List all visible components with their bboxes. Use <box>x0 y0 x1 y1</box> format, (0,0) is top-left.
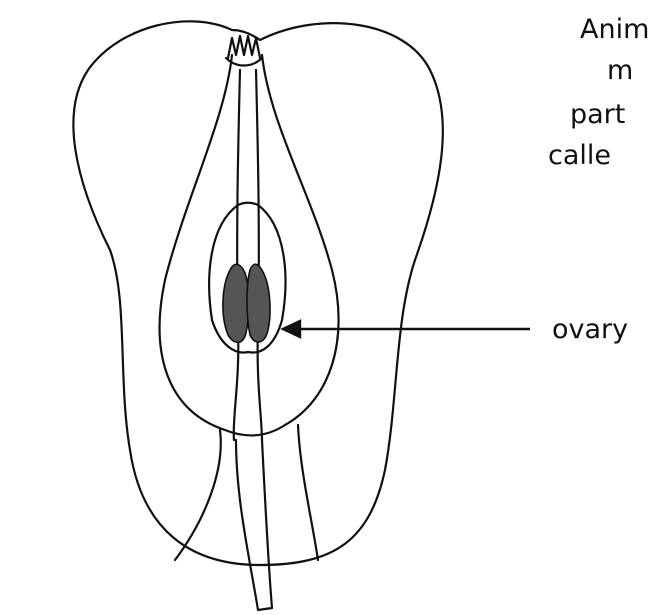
ovary-right-lobe <box>247 264 270 342</box>
right-bottom-vein <box>298 425 318 560</box>
ovary-left-lobe <box>223 264 249 342</box>
style-column-right <box>256 70 262 440</box>
caption-line-4: calle <box>548 142 611 169</box>
fruit-stalk <box>236 440 272 610</box>
ovary-label: ovary <box>552 316 628 343</box>
style-column-left <box>234 70 240 440</box>
ovary-arrow-head <box>283 321 300 337</box>
caption-line-2: m <box>607 57 633 84</box>
caption-line-3: part <box>570 101 625 128</box>
core-boundary-line <box>160 55 339 435</box>
left-bottom-vein <box>175 430 221 560</box>
caption-line-1: Anim <box>580 16 649 43</box>
